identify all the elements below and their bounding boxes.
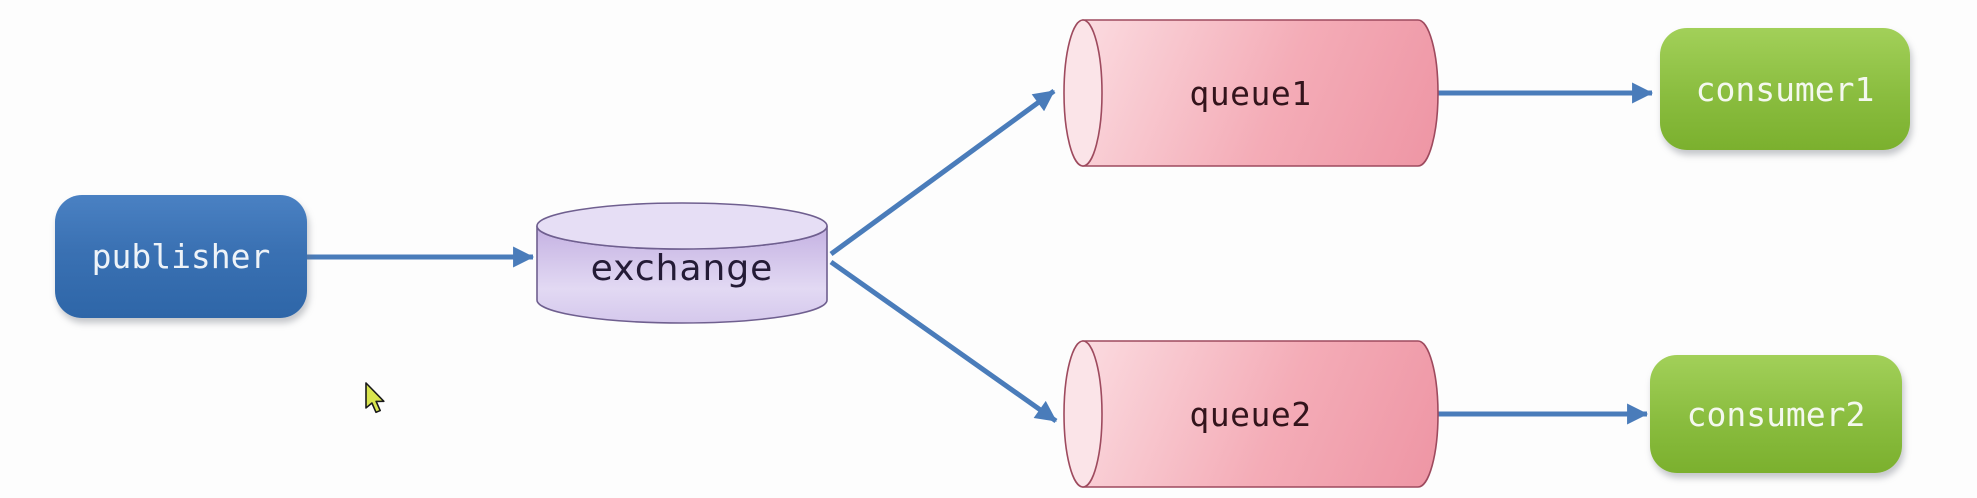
publisher-node: publisher (55, 195, 307, 318)
exchange-cylinder-top (536, 202, 828, 250)
edges-group (307, 82, 1654, 425)
queue1-cylinder-body (1082, 19, 1439, 167)
queue2-cylinder-cap (1063, 340, 1103, 488)
mouse-cursor-icon (365, 382, 385, 414)
queue1-cylinder (1063, 19, 1439, 167)
consumer1-label: consumer1 (1695, 69, 1875, 109)
consumer2-label: consumer2 (1686, 394, 1866, 434)
consumer1-node: consumer1 (1660, 28, 1910, 150)
edge-exchange-queue1 (829, 88, 1056, 257)
queue1-cylinder-cap (1063, 19, 1103, 167)
exchange-cylinder (536, 202, 828, 324)
edge-exchange-queue2 (829, 259, 1058, 424)
publisher-label: publisher (91, 237, 271, 276)
consumer2-node: consumer2 (1650, 355, 1902, 473)
queue2-cylinder-body (1082, 340, 1439, 488)
queue2-cylinder (1063, 340, 1439, 488)
